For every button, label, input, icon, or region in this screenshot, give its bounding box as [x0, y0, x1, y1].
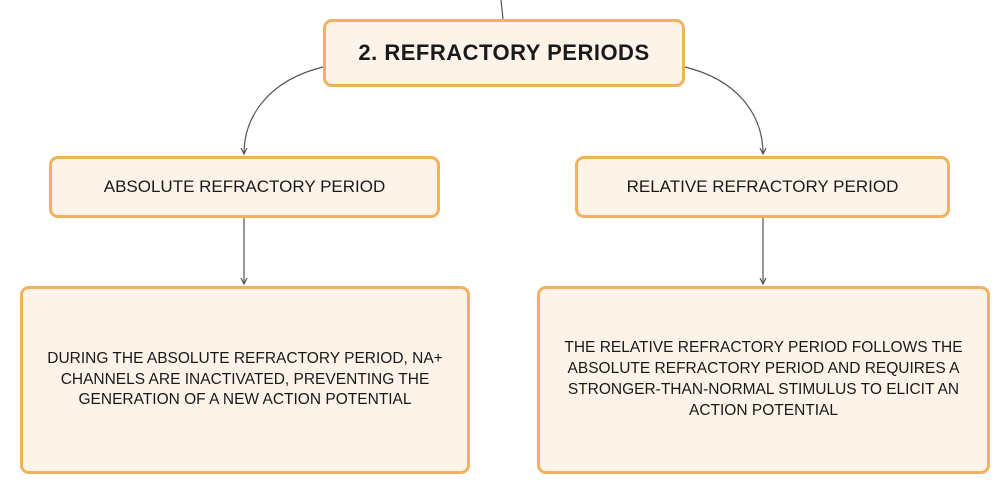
relative-refractory-period-label: RELATIVE REFRACTORY PERIOD: [626, 177, 899, 196]
absolute-refractory-period-label: ABSOLUTE REFRACTORY PERIOD: [103, 177, 386, 196]
root-node[interactable]: 2. REFRACTORY PERIODS: [323, 19, 685, 87]
relative-refractory-period-node[interactable]: RELATIVE REFRACTORY PERIOD: [575, 156, 950, 218]
absolute-refractory-period-description-node[interactable]: DURING THE ABSOLUTE REFRACTORY PERIOD, N…: [20, 286, 470, 474]
relative-refractory-period-description: THE RELATIVE REFRACTORY PERIOD FOLLOWS T…: [564, 339, 963, 419]
absolute-refractory-period-node[interactable]: ABSOLUTE REFRACTORY PERIOD: [49, 156, 440, 218]
connector-root-to-relative: [684, 66, 763, 154]
connector-root-to-absolute: [244, 66, 324, 154]
root-node-label: 2. REFRACTORY PERIODS: [358, 40, 650, 65]
absolute-refractory-period-description: DURING THE ABSOLUTE REFRACTORY PERIOD, N…: [47, 349, 443, 409]
incoming-connector: [500, 0, 504, 20]
relative-refractory-period-description-node[interactable]: THE RELATIVE REFRACTORY PERIOD FOLLOWS T…: [537, 286, 990, 474]
